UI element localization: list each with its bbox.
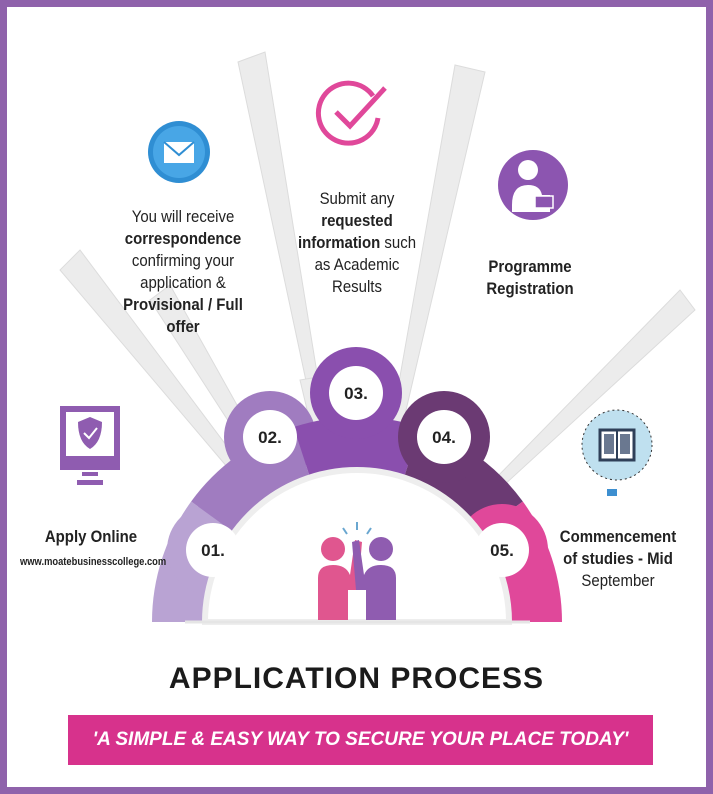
high-five-people-icon [318,522,396,620]
step-4-number-circle [417,410,471,464]
step-1-label: Apply Online [44,527,138,546]
page-title: APPLICATION PROCESS [168,662,545,695]
person-computer-icon [498,150,568,220]
step-1-number: 01. [201,541,225,560]
step-1-number-circle [186,523,240,577]
step-2-number-circle [243,410,297,464]
step-2-number: 02. [258,428,282,447]
checkmark-icon [315,80,387,146]
book-icon [581,409,653,496]
step-5-number: 05. [490,541,514,560]
tagline-banner: 'A SIMPLE & EASY WAY TO SECURE YOUR PLAC… [68,715,653,765]
envelope-icon [148,121,210,183]
step-3-number-circle [329,366,383,420]
monitor-shield-icon [60,406,120,485]
step-5-number-circle [475,523,529,577]
step-4-number: 04. [432,428,456,447]
website-link[interactable]: www.moatebusinesscollege.com [20,556,167,568]
step-3-number: 03. [344,384,368,403]
